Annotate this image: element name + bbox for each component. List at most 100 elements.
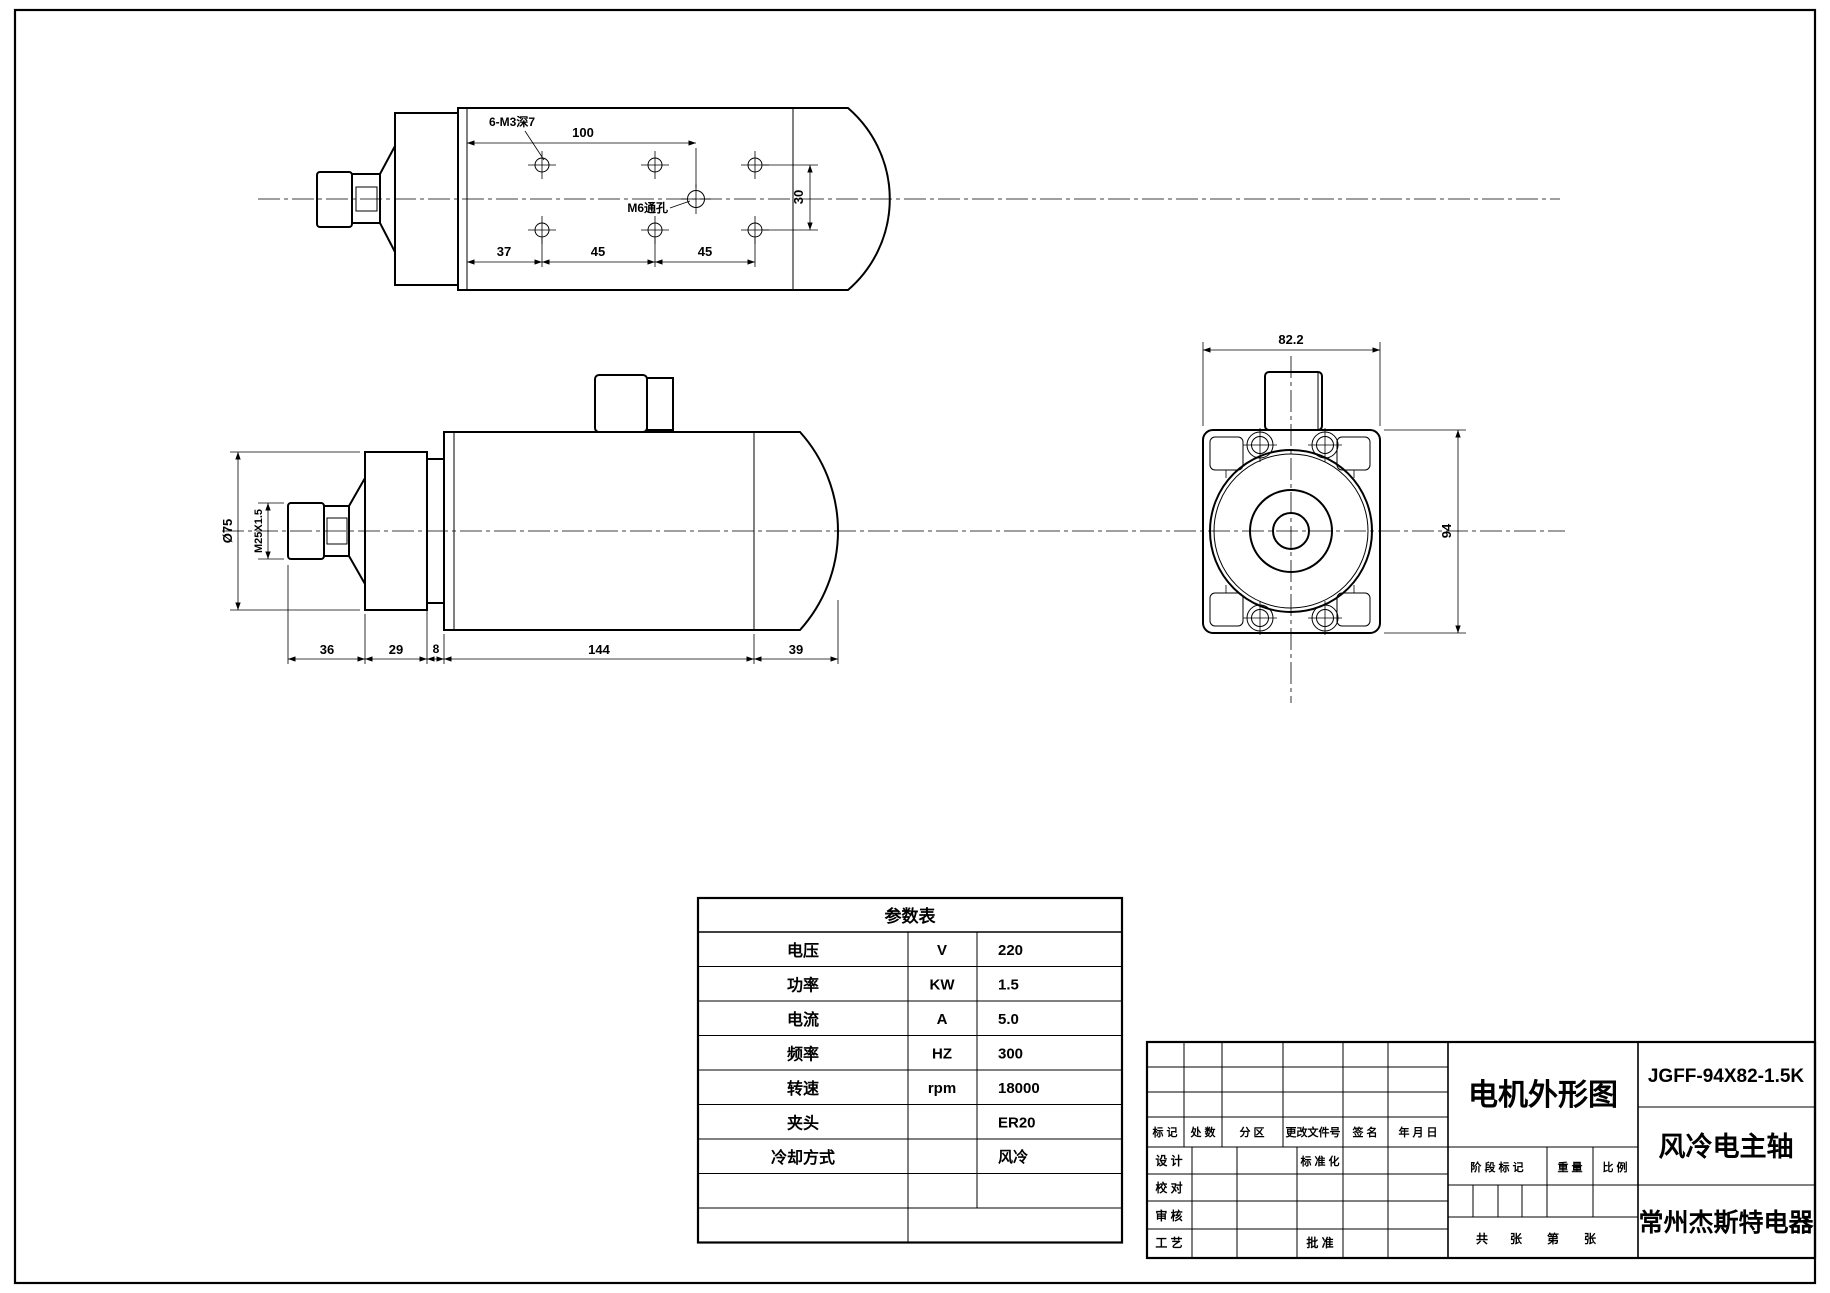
svg-text:电压: 电压 [787,941,819,960]
svg-text:设 计: 设 计 [1155,1153,1182,1168]
svg-text:94: 94 [1439,523,1454,538]
svg-text:分 区: 分 区 [1239,1125,1264,1139]
svg-text:电流: 电流 [787,1010,819,1029]
title-block: 标 记 处 数 分 区 更改文件号 签 名 年 月 日 设 计 校 对 审 核 … [1145,1040,1817,1260]
svg-text:5.0: 5.0 [998,1011,1019,1028]
svg-text:工 艺: 工 艺 [1155,1235,1182,1250]
svg-text:36: 36 [320,642,334,657]
dim-100: 100 [467,125,697,188]
motor-body-top [457,107,891,291]
svg-text:29: 29 [389,642,403,657]
top-view: 100 30 37 45 45 6-M3深7 M6通孔 [258,107,1560,291]
dim-94: 94 [1384,429,1466,634]
svg-text:比 例: 比 例 [1602,1160,1627,1174]
svg-text:rpm: rpm [928,1080,956,1097]
param-row: 夹头 ER20 [787,1114,1036,1133]
corner-pockets [1209,436,1371,627]
product-name: 风冷电主轴 [1659,1132,1794,1162]
dim-thread: M25X1.5 [253,502,284,560]
svg-text:处 数: 处 数 [1189,1125,1216,1139]
company-name: 常州杰斯特电器 [1638,1209,1814,1237]
svg-text:V: V [937,942,947,959]
drawing-title: 电机外形图 [1468,1079,1618,1112]
svg-text:6-M3深7: 6-M3深7 [489,114,535,129]
svg-text:37: 37 [497,244,511,259]
motor-body-side [443,431,839,631]
svg-text:8: 8 [433,642,440,656]
svg-text:重 量: 重 量 [1557,1160,1582,1174]
svg-text:300: 300 [998,1046,1023,1063]
param-row: 功率 KW 1.5 [787,976,1019,995]
model-number: JGFF-94X82-1.5K [1648,1066,1805,1087]
shaft-flat-side [326,517,348,545]
svg-text:18000: 18000 [998,1080,1040,1097]
svg-text:审 核: 审 核 [1155,1208,1182,1223]
dim-82-2: 82.2 [1202,332,1381,426]
svg-text:转速: 转速 [787,1079,819,1098]
param-row: 电流 A 5.0 [787,1010,1019,1029]
svg-text:1.5: 1.5 [998,977,1019,994]
param-row: 冷却方式 风冷 [771,1148,1028,1167]
body-circle-inner [1213,453,1369,609]
hole-note: 6-M3深7 [489,114,545,161]
svg-text:第: 第 [1547,1231,1559,1246]
sheet-border [13,8,1817,1285]
svg-text:M25X1.5: M25X1.5 [253,509,265,553]
param-table: 参数表 电压 V 220 功率 KW 1.5 电流 A 5.0 频率 HZ 30… [696,896,1124,1244]
center-hole-note: M6通孔 [627,200,691,215]
param-row: 电压 V 220 [787,941,1023,960]
shaft-flat-top [355,186,378,212]
bearing-circle [1249,489,1333,573]
svg-text:张: 张 [1584,1231,1597,1246]
svg-text:标 记: 标 记 [1151,1125,1177,1139]
svg-text:冷却方式: 冷却方式 [771,1148,835,1167]
svg-text:频率: 频率 [787,1045,819,1064]
svg-text:KW: KW [930,977,956,994]
svg-text:夹头: 夹头 [787,1114,819,1133]
revision-header-row: 标 记 处 数 分 区 更改文件号 签 名 年 月 日 [1151,1125,1437,1139]
svg-text:220: 220 [998,942,1023,959]
svg-text:批 准: 批 准 [1306,1235,1333,1250]
sheet-count-row: 共 张 第 张 [1476,1231,1597,1246]
svg-text:共: 共 [1476,1231,1488,1246]
param-row: 频率 HZ 300 [787,1045,1023,1064]
svg-text:校 对: 校 对 [1155,1180,1182,1195]
svg-text:张: 张 [1510,1231,1523,1246]
svg-text:30: 30 [791,190,806,204]
param-row: 转速 rpm 18000 [787,1079,1040,1098]
body-circle-outer [1209,449,1373,613]
svg-text:更改文件号: 更改文件号 [1286,1125,1341,1139]
dim-hole-spacing: 37 45 45 [467,238,756,267]
svg-text:ER20: ER20 [998,1115,1036,1132]
svg-text:144: 144 [588,642,610,657]
stage-weight-scale: 阶 段 标 记 重 量 比 例 [1470,1160,1627,1174]
flange-front [1202,429,1381,634]
svg-text:阶 段 标 记: 阶 段 标 记 [1470,1160,1523,1174]
title-block-border [1145,1040,1817,1260]
mounting-holes [528,151,769,244]
shaft-circle [1272,512,1310,550]
param-table-title: 参数表 [885,906,937,926]
svg-text:Ø75: Ø75 [220,519,235,544]
dim-length-chain: 36 29 8 144 39 [287,565,839,664]
svg-text:39: 39 [789,642,803,657]
svg-text:82.2: 82.2 [1278,332,1303,347]
signature-rows: 设 计 校 对 审 核 工 艺 标 准 化 批 准 [1155,1153,1339,1250]
svg-text:45: 45 [698,244,712,259]
svg-text:100: 100 [572,125,594,140]
cable-gland-side [646,377,674,431]
svg-text:签 名: 签 名 [1351,1125,1377,1139]
svg-text:M6通孔: M6通孔 [627,200,668,215]
dim-30: 30 [763,164,818,231]
svg-text:A: A [937,1011,948,1028]
svg-text:标 准 化: 标 准 化 [1299,1154,1339,1168]
svg-text:风冷: 风冷 [998,1148,1028,1166]
front-view: 82.2 94 [1202,332,1466,703]
svg-text:年 月 日: 年 月 日 [1398,1125,1437,1139]
svg-text:45: 45 [591,244,605,259]
svg-text:功率: 功率 [787,976,819,995]
side-view: Ø75 M25X1.5 36 29 8 144 39 [220,374,1565,664]
